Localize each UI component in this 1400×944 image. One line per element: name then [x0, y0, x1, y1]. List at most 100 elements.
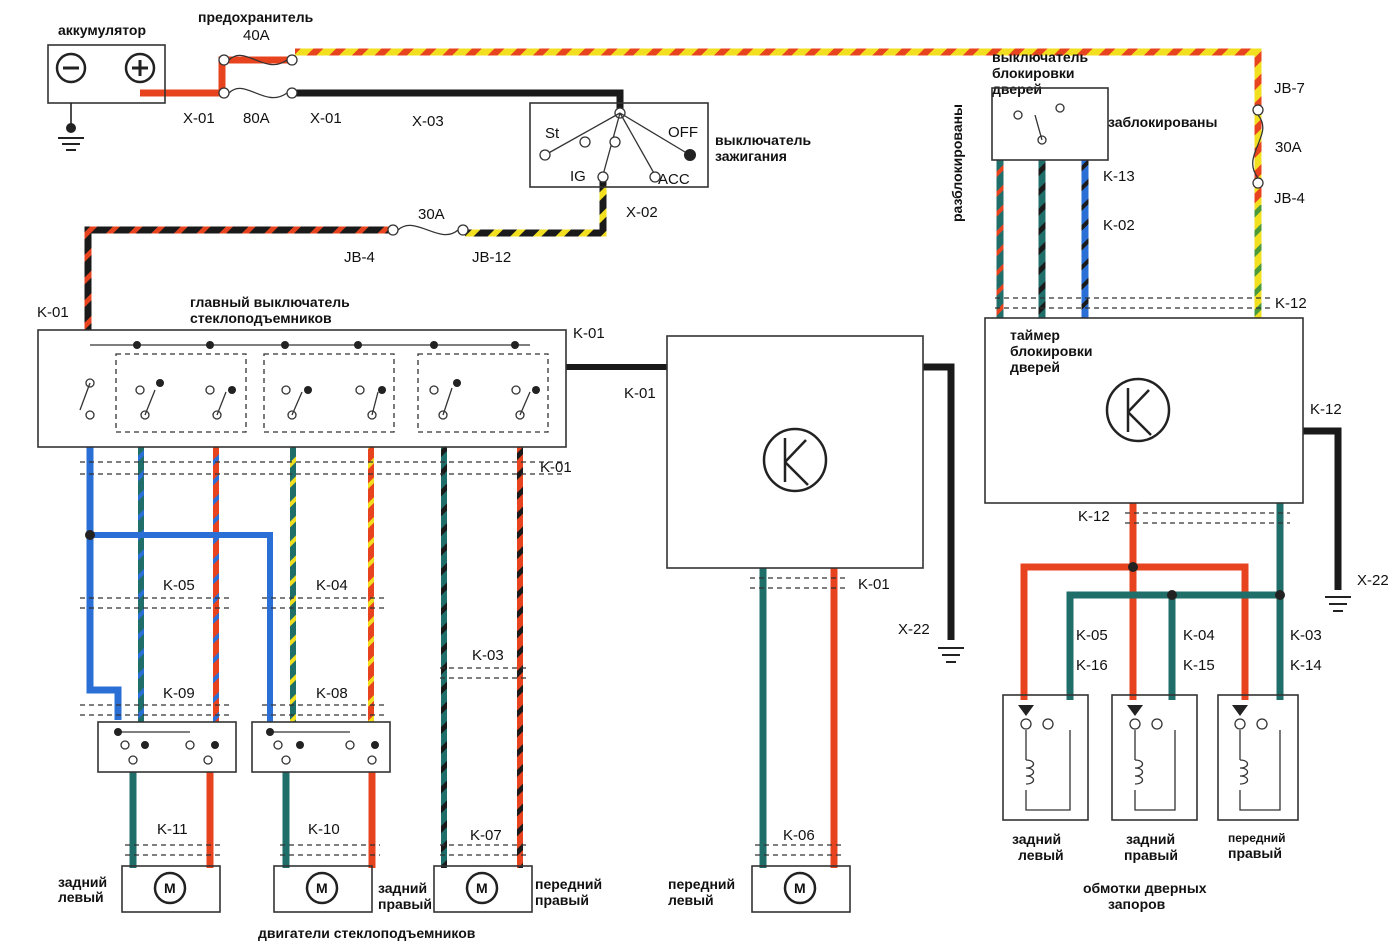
wire-out-blue-bus [90, 532, 273, 722]
coil-front-right-1: передний [1228, 831, 1286, 845]
lock-timer-label-2: блокировки [1010, 343, 1093, 359]
label-k10: K-10 [308, 821, 340, 838]
coil-rear-right-2: правый [1124, 847, 1178, 863]
label-k01-relay: K-01 [858, 576, 890, 593]
rear-left-switch [97, 721, 237, 773]
label-x03: X-03 [412, 113, 444, 130]
coil-rear-right-1: задний [1126, 831, 1175, 847]
motors-caption: двигатели стеклоподъемников [258, 925, 476, 941]
label-x01a: X-01 [183, 110, 215, 127]
label-x22-right: X-22 [1357, 572, 1389, 589]
coils-caption-1: обмотки дверных [1083, 880, 1207, 896]
motor-front-left-1: передний [668, 876, 735, 892]
motor-rear-left: M задний левый [58, 865, 221, 913]
ground-right [1325, 596, 1351, 612]
fuse-30a-right: 30A [1252, 104, 1302, 189]
lock-timer: таймер блокировки дверей [984, 317, 1304, 504]
coil-rear-left-1: задний [1012, 831, 1061, 847]
main-switch-label-2: стеклоподъемников [190, 310, 332, 326]
motor-icon [465, 871, 499, 905]
door-lock-switch: выключатель блокировки дверей заблокиров… [949, 49, 1217, 222]
motor-icon [783, 871, 817, 905]
label-k03-r: K-03 [1290, 627, 1322, 644]
coil-front-right-2: правый [1228, 845, 1282, 861]
label-k08: K-08 [316, 685, 348, 702]
label-jb4-left: JB-4 [344, 249, 375, 266]
label-k14: K-14 [1290, 657, 1322, 674]
ignition-label-1: выключатель [715, 132, 812, 148]
motor-front-left-2: левый [668, 892, 714, 908]
wire-relay-ground [923, 363, 955, 640]
label-k07: K-07 [470, 827, 502, 844]
lock-switch-body [991, 87, 1109, 161]
label-k05: K-05 [163, 577, 195, 594]
lock-locked-label: заблокированы [1108, 114, 1217, 130]
label-k03: K-03 [472, 647, 504, 664]
motor-front-right-2: правый [535, 892, 589, 908]
rear-right-switch [251, 721, 391, 773]
battery-label: аккумулятор [58, 22, 146, 38]
ignition-switch: St IG ACC OFF выключатель зажигания [529, 102, 812, 188]
label-k04-r: K-04 [1183, 627, 1215, 644]
coil-rear-left-2: левый [1018, 847, 1064, 863]
wire-jb4-black-red [84, 226, 392, 330]
motor-rear-left-1: задний [58, 874, 107, 890]
svg-text:M: M [476, 880, 488, 896]
ignition-pos-acc: ACC [658, 171, 690, 188]
label-k12-right: K-12 [1310, 401, 1342, 418]
label-x02: X-02 [626, 204, 658, 221]
main-switch-label-1: главный выключатель [190, 294, 350, 310]
motor-rear-right-1: задний [378, 880, 427, 896]
label-k16: K-16 [1076, 657, 1108, 674]
label-k02: K-02 [1103, 217, 1135, 234]
ignition-pos-st: St [545, 125, 560, 142]
motor-front-left: M передний левый [668, 865, 851, 913]
label-k04: K-04 [316, 577, 348, 594]
svg-text:M: M [164, 880, 176, 896]
ignition-switch-body [529, 102, 709, 188]
label-x01b: X-01 [310, 110, 342, 127]
motor-front-right-1: передний [535, 876, 602, 892]
lock-coil-front-right: передний правый [1217, 694, 1299, 861]
lock-timer-label-1: таймер [1010, 327, 1060, 343]
main-fuse-block: предохранитель 40A 80A [198, 9, 314, 127]
motor-rear-left-2: левый [58, 889, 104, 905]
motor-rear-right: M задний правый [273, 865, 432, 913]
wire-timer-ground [1303, 427, 1342, 590]
fuse-80a-label: 80A [243, 110, 270, 127]
fuse-40a-label: 40A [243, 27, 270, 44]
lock-coil-rear-right: задний правый [1111, 694, 1198, 863]
fuse-30a-left-label: 30A [418, 206, 445, 223]
rear-right-switch-body [251, 721, 391, 773]
label-k01-box: K-01 [573, 325, 605, 342]
fuse-label: предохранитель [198, 9, 314, 25]
connector-dashes [80, 297, 1290, 856]
motor-rear-right-2: правый [378, 896, 432, 912]
lock-coil-rear-left: задний левый [1002, 694, 1089, 863]
battery: аккумулятор [47, 22, 166, 151]
label-k12-bottom: K-12 [1078, 508, 1110, 525]
label-k13: K-13 [1103, 168, 1135, 185]
lock-switch-label-1: выключатель [992, 49, 1089, 65]
lock-switch-label-3: дверей [992, 81, 1042, 97]
label-k01-left: K-01 [37, 304, 69, 321]
svg-text:M: M [794, 880, 806, 896]
label-jb4-right: JB-4 [1274, 190, 1305, 207]
timer-symbol [1105, 377, 1171, 443]
battery-body [47, 44, 166, 104]
window-relay [666, 335, 924, 589]
label-k12-top: K-12 [1275, 295, 1307, 312]
fuse-30a-right-label: 30A [1275, 139, 1302, 156]
label-k15: K-15 [1183, 657, 1215, 674]
ignition-pos-off: OFF [668, 124, 698, 141]
wire-80a-black [295, 89, 624, 110]
label-jb12: JB-12 [472, 249, 511, 266]
lock-unlocked-label: разблокированы [949, 104, 965, 222]
coils-caption-2: запоров [1108, 896, 1166, 912]
ignition-pos-ig: IG [570, 168, 586, 185]
junction-dots [85, 530, 1285, 600]
lock-switch-label-2: блокировки [992, 65, 1075, 81]
motor-icon [153, 871, 187, 905]
label-k01-mid: K-01 [624, 385, 656, 402]
